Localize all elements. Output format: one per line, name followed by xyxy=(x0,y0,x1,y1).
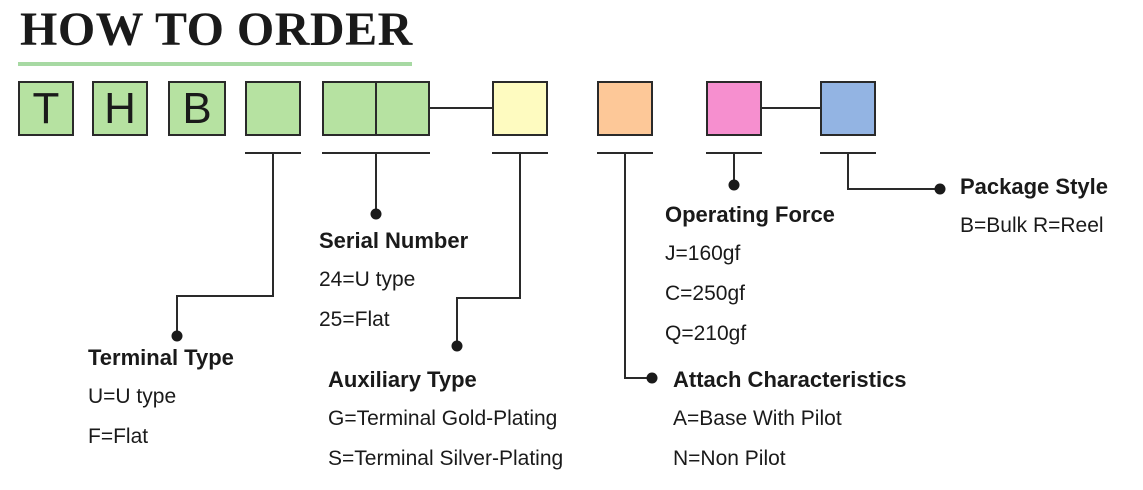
dot-operating-force xyxy=(728,179,740,191)
group-attach-characteristics: Attach Characteristics A=Base With Pilot… xyxy=(673,367,907,475)
leader-terminal-type xyxy=(176,153,274,336)
group-operating-force: Operating Force J=160gf C=250gf Q=210gf xyxy=(665,202,835,350)
code-box-attach-characteristics xyxy=(597,81,653,136)
code-box-serial-number-2 xyxy=(375,81,430,136)
code-box-package-style xyxy=(820,81,876,136)
package-style-option: B=Bulk R=Reel xyxy=(960,214,1104,237)
attach-characteristics-label: Attach Characteristics xyxy=(673,367,907,392)
serial-number-option: 25=Flat xyxy=(319,308,390,331)
dot-terminal-type xyxy=(171,330,183,342)
leader-package-style xyxy=(847,153,938,190)
operating-force-option: C=250gf xyxy=(665,282,745,305)
operating-force-option: J=160gf xyxy=(665,242,741,265)
code-box-b: B xyxy=(168,81,226,136)
dot-serial-number xyxy=(370,208,382,220)
code-box-t: T xyxy=(18,81,74,136)
code-letter-t: T xyxy=(32,83,60,133)
dot-attach-characteristics xyxy=(646,372,658,384)
operating-force-option: Q=210gf xyxy=(665,322,747,345)
terminal-type-option: U=U type xyxy=(88,385,177,408)
terminal-type-label: Terminal Type xyxy=(88,345,234,370)
auxiliary-type-option: G=Terminal Gold-Plating xyxy=(328,407,558,430)
leader-auxiliary-type xyxy=(456,153,521,346)
attach-characteristics-option: A=Base With Pilot xyxy=(673,407,842,430)
auxiliary-type-label: Auxiliary Type xyxy=(328,367,477,392)
code-box-h: H xyxy=(92,81,148,136)
serial-number-label: Serial Number xyxy=(319,228,469,253)
code-box-serial-number-1 xyxy=(322,81,377,136)
code-box-auxiliary-type xyxy=(492,81,548,136)
serial-number-option: 24=U type xyxy=(319,268,416,291)
package-style-label: Package Style xyxy=(960,174,1108,199)
title-underline xyxy=(18,62,412,66)
operating-force-label: Operating Force xyxy=(665,202,835,227)
group-auxiliary-type: Auxiliary Type G=Terminal Gold-Plating S… xyxy=(328,367,563,475)
leader-attach-characteristics xyxy=(624,153,652,379)
attach-characteristics-option: N=Non Pilot xyxy=(673,447,786,470)
page-title: HOW TO ORDER xyxy=(20,3,413,56)
group-package-style: Package Style B=Bulk R=Reel xyxy=(960,174,1108,242)
auxiliary-type-option: S=Terminal Silver-Plating xyxy=(328,447,564,470)
code-letter-b: B xyxy=(182,83,212,133)
code-box-operating-force xyxy=(706,81,762,136)
code-letter-h: H xyxy=(104,83,136,133)
dot-package-style xyxy=(934,183,946,195)
group-terminal-type: Terminal Type U=U type F=Flat xyxy=(88,345,234,453)
group-serial-number: Serial Number 24=U type 25=Flat xyxy=(319,228,468,336)
dot-auxiliary-type xyxy=(451,340,463,352)
code-box-terminal-type xyxy=(245,81,301,136)
terminal-type-option: F=Flat xyxy=(88,425,149,448)
